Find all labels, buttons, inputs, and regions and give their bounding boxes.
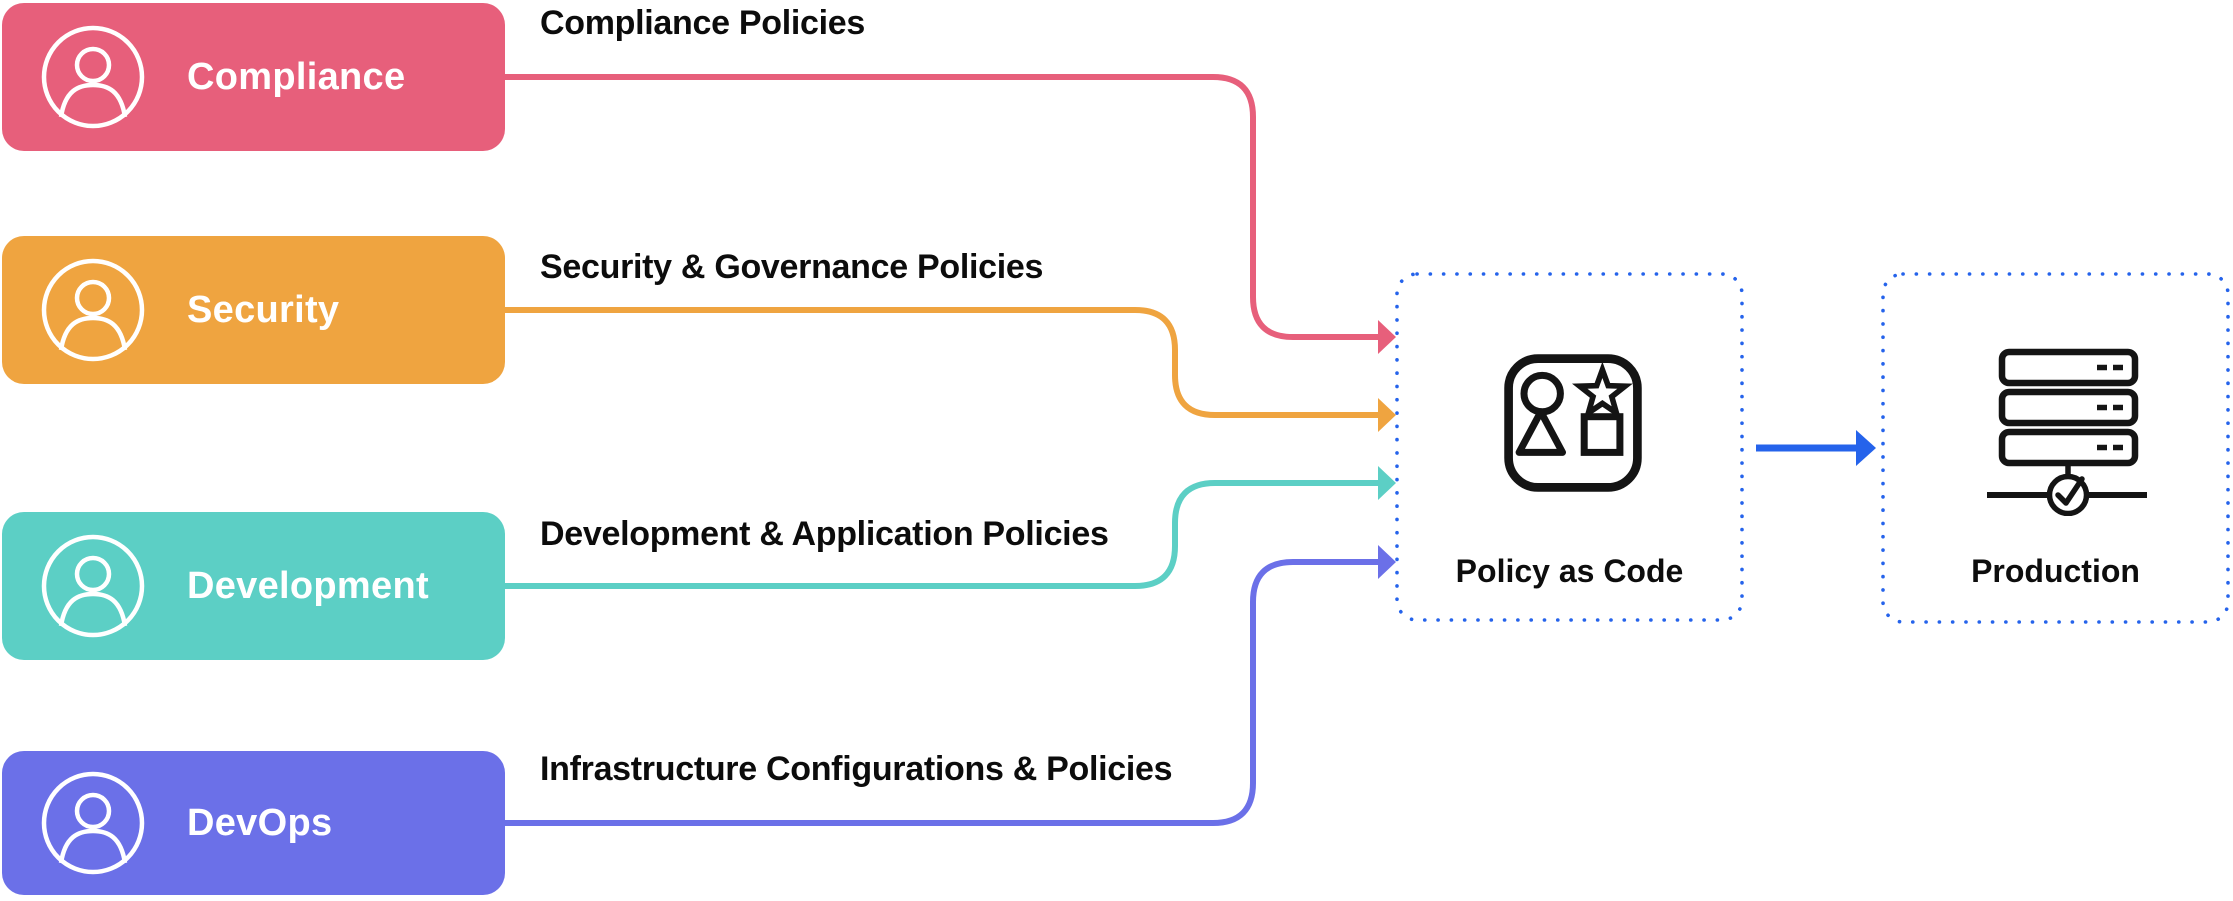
- policy-shapes-icon: [1504, 354, 1642, 492]
- actor-box-security: Security: [2, 236, 505, 384]
- actor-box-devops: DevOps: [2, 751, 505, 895]
- user-icon: [41, 771, 145, 875]
- actor-label: DevOps: [187, 801, 333, 844]
- flow-label-development-application: Development & Application Policies: [540, 515, 1109, 553]
- arrowhead-development-icon: [1378, 466, 1396, 500]
- user-icon: [41, 258, 145, 362]
- flow-label-compliance-policies: Compliance Policies: [540, 4, 865, 42]
- policy-as-code-box: [1397, 274, 1742, 620]
- production-label: Production: [1971, 553, 2140, 589]
- connector-compliance: [505, 74, 1380, 340]
- connector-security: [505, 307, 1380, 418]
- actor-label: Development: [187, 564, 429, 607]
- actor-label: Security: [187, 288, 340, 331]
- arrowhead-security-icon: [1378, 398, 1396, 432]
- arrowhead-compliance-icon: [1378, 320, 1396, 354]
- user-icon: [41, 25, 145, 129]
- star-shape: [1571, 361, 1633, 420]
- actor-box-compliance: Compliance: [2, 3, 505, 151]
- arrowhead-devops-icon: [1378, 545, 1396, 579]
- square-shape: [1580, 413, 1624, 456]
- server-stack-icon: [1987, 348, 2147, 516]
- connector-devops: [505, 559, 1380, 826]
- flow-label-security-governance: Security & Governance Policies: [540, 248, 1044, 286]
- actor-label: Compliance: [187, 55, 406, 98]
- production-box: [1883, 274, 2228, 622]
- arrowhead-deploy-icon: [1856, 430, 1876, 466]
- connector-development: [505, 480, 1380, 589]
- policy-as-code-label: Policy as Code: [1455, 553, 1684, 589]
- triangle-shape: [1515, 408, 1566, 456]
- flow-label-infrastructure-configs: Infrastructure Configurations & Policies: [540, 750, 1173, 788]
- policy-as-code-border: [1395, 272, 1744, 622]
- user-icon: [41, 534, 145, 638]
- checkmark-icon: [2055, 476, 2085, 506]
- actor-box-development: Development: [2, 512, 505, 660]
- circle-shape: [1520, 371, 1564, 416]
